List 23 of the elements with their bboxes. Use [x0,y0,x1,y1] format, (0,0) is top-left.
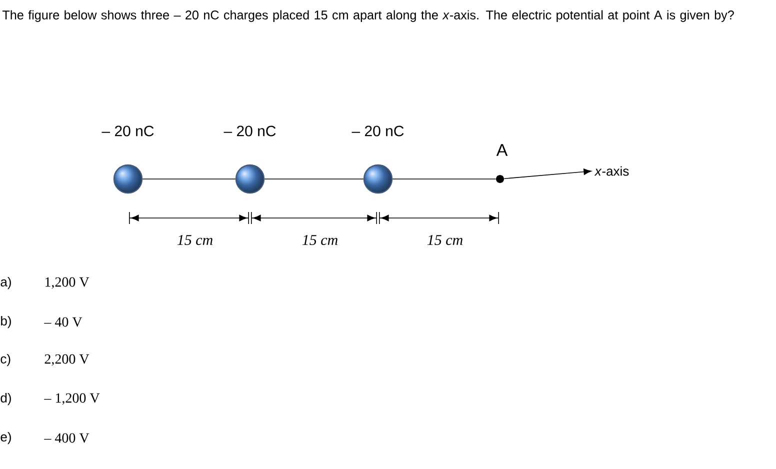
option-value: 1,200 V [45,277,90,289]
connector-line [264,178,364,180]
option-letter: b) [1,316,11,328]
option-letter: c) [0,354,10,366]
dimension-label: 15 cm [427,234,462,246]
charge-label: – 20 nC [352,126,404,136]
option-letter: d) [0,392,11,406]
dimension-label: 15 cm [177,234,212,246]
option-letter: a) [0,276,11,290]
option-value: 2,200 V [44,354,90,366]
axis-label: x-axis [594,166,629,176]
connector-line [142,178,236,180]
connector-line [392,178,496,180]
dimension-label: 15 cm [302,234,338,246]
connector-line [504,168,592,180]
option-value: – 1,200 V [44,393,100,405]
option-letter: e) [0,432,11,444]
point-label: A [496,144,508,156]
charge-label: – 20 nC [102,126,154,136]
option-value: – 40 V [44,317,82,327]
question-text: The figure below shows three – 20 nC charges placed 15 cm apart along the x-axis. The electric potential at point A is given by? [2,10,734,22]
option-value: – 400 V [44,433,90,443]
charge-label: – 20 nC [224,126,276,136]
